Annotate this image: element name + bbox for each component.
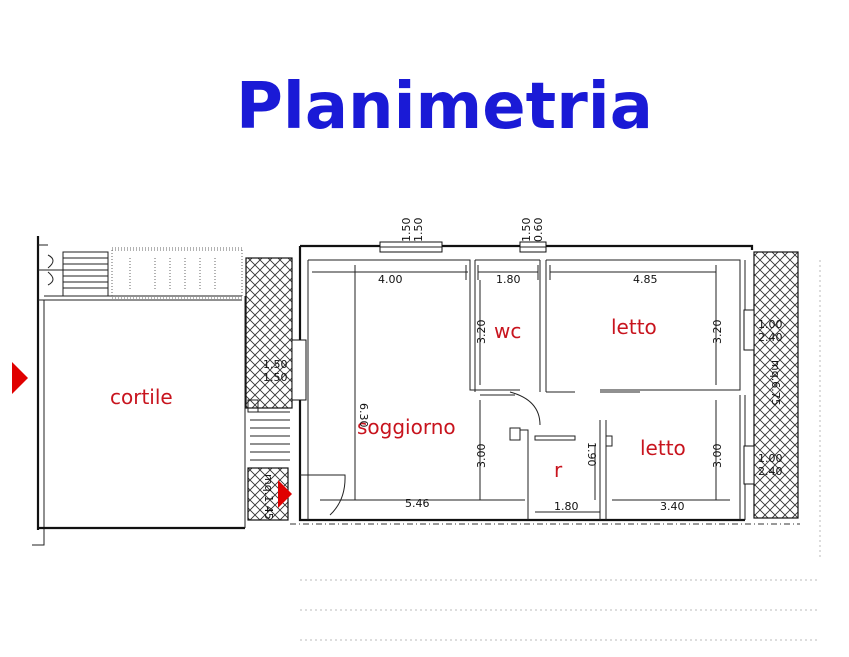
- dim-soggiorno-depth: 6.30: [357, 403, 370, 428]
- dim-window-left-b: 1.50: [263, 371, 288, 384]
- hatched-wall-right: [753, 251, 799, 519]
- windows-side: [291, 309, 755, 485]
- dim-window-top-right-b: 1.50: [520, 218, 533, 243]
- entrance-arrow-icon: [12, 362, 28, 394]
- plan-title: Planimetria: [236, 70, 653, 144]
- dim-window-right-upper-a: 1.00: [758, 318, 783, 331]
- dim-letto-bottom-width: 3.40: [660, 500, 685, 513]
- dim-window-right-lower-a: 1.00: [758, 452, 783, 465]
- dim-wc-depth: 3.20: [475, 320, 488, 345]
- dim-letto-top-width: 4.85: [633, 273, 658, 286]
- area-label-left: mq.1.45: [262, 474, 275, 520]
- room-label-letto-top: letto: [611, 315, 657, 339]
- dim-wc-width: 1.80: [496, 273, 521, 286]
- doors: [300, 391, 640, 516]
- area-label-right: mq.6.75: [769, 360, 782, 406]
- dimension-lines: [312, 265, 730, 513]
- dim-window-top-left-b: 1.50: [412, 218, 425, 243]
- entrance-arrow-icon: [278, 480, 292, 508]
- dim-letto-bottom-depth: 3.00: [711, 444, 724, 469]
- room-label-cortile: cortile: [110, 385, 173, 409]
- dim-window-top-right-a: 0.60: [532, 218, 545, 243]
- dim-soggiorno-width: 4.00: [378, 273, 403, 286]
- dim-window-left-a: 1.50: [263, 358, 288, 371]
- dim-letto-top-depth: 3.20: [711, 320, 724, 345]
- dim-corridor-depth: 3.00: [475, 444, 488, 469]
- dim-r-depth: 1.90: [585, 442, 598, 467]
- room-label-soggiorno: soggiorno: [357, 415, 456, 439]
- hatched-wall-left: [245, 257, 293, 409]
- cortile-outline: [32, 236, 246, 546]
- dotted-area: [111, 247, 243, 299]
- room-label-r: r: [554, 458, 563, 482]
- windows-top: [379, 241, 547, 253]
- faint-lines: [300, 260, 821, 641]
- house-walls: [298, 244, 754, 522]
- dim-r-width: 1.80: [554, 500, 579, 513]
- dim-window-top-left-a: 1.50: [400, 218, 413, 243]
- dim-bottom-width: 5.46: [405, 497, 430, 510]
- room-label-wc: wc: [494, 319, 521, 343]
- dim-window-right-upper-b: 2.40: [758, 331, 783, 344]
- dim-window-right-lower-b: 2.40: [758, 465, 783, 478]
- room-label-letto-bottom: letto: [640, 436, 686, 460]
- staircase-top-left: [38, 251, 109, 297]
- interior-stairs: [247, 399, 290, 461]
